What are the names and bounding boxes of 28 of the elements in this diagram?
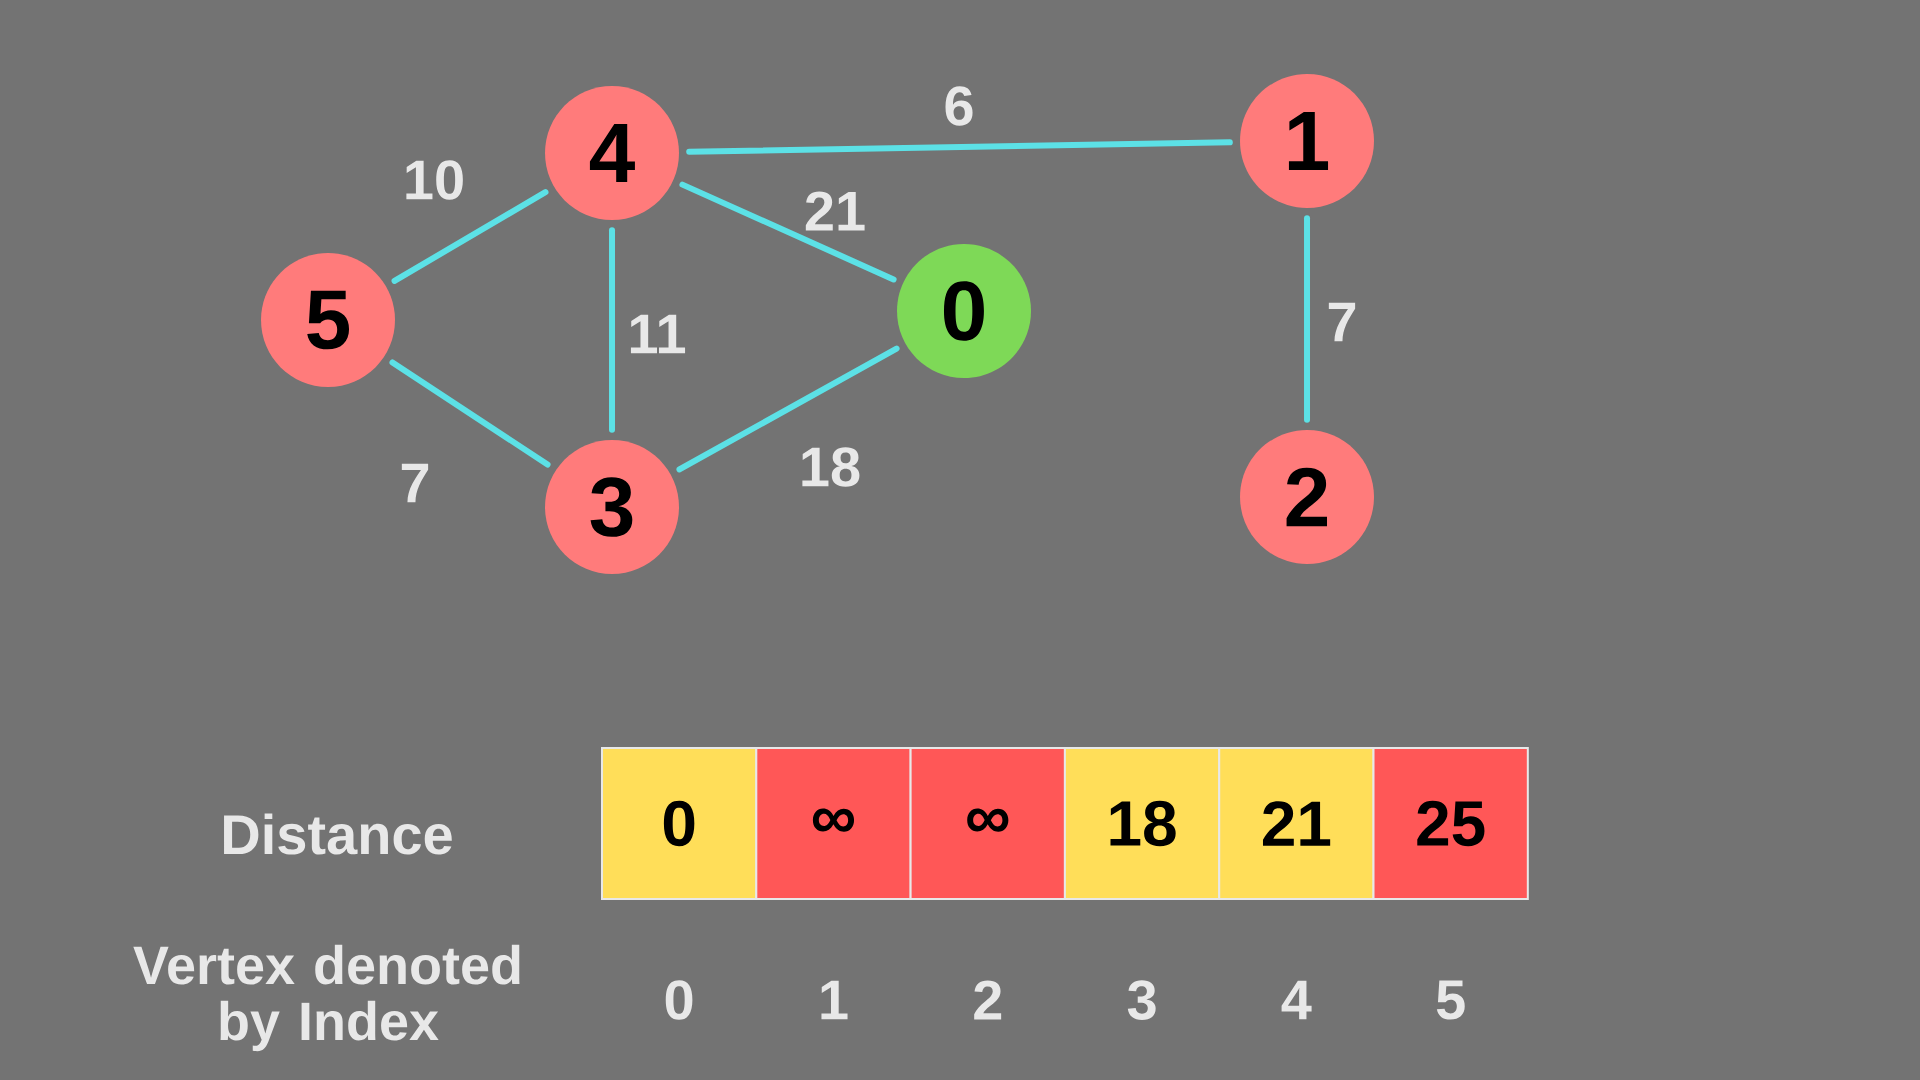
index-number: 2 (974, 980, 1002, 1020)
row-label: Vertex denoted by Index (133, 944, 520, 1052)
index-number: 5 (1436, 980, 1465, 1020)
edge-label: 21 (805, 191, 865, 231)
edge-line (389, 359, 551, 468)
edge-line (609, 227, 615, 433)
index-number: 3 (1127, 980, 1156, 1020)
edge-label: 18 (802, 447, 860, 487)
edge-label: 6 (945, 86, 973, 126)
table-cell: 18 (1063, 747, 1221, 900)
edge-line (676, 345, 900, 473)
edge-line (1304, 215, 1310, 423)
table-cell: 21 (1218, 747, 1375, 900)
row-label: Distance (224, 813, 452, 855)
table-cell: ∞ (909, 747, 1066, 900)
table-cell: 25 (1372, 747, 1529, 900)
edge-label: 7 (1328, 302, 1356, 342)
index-number: 4 (1281, 980, 1312, 1020)
table-cell: ∞ (755, 747, 912, 900)
table-cell: 0 (601, 747, 758, 900)
edge-label: 10 (406, 160, 463, 200)
edge-line (679, 181, 897, 283)
index-number: 1 (821, 980, 848, 1020)
edge-line (686, 139, 1233, 155)
edge-line (391, 189, 549, 284)
edge-label: 11 (630, 314, 686, 354)
index-number: 0 (665, 980, 693, 1020)
edge-label: 7 (401, 463, 429, 503)
